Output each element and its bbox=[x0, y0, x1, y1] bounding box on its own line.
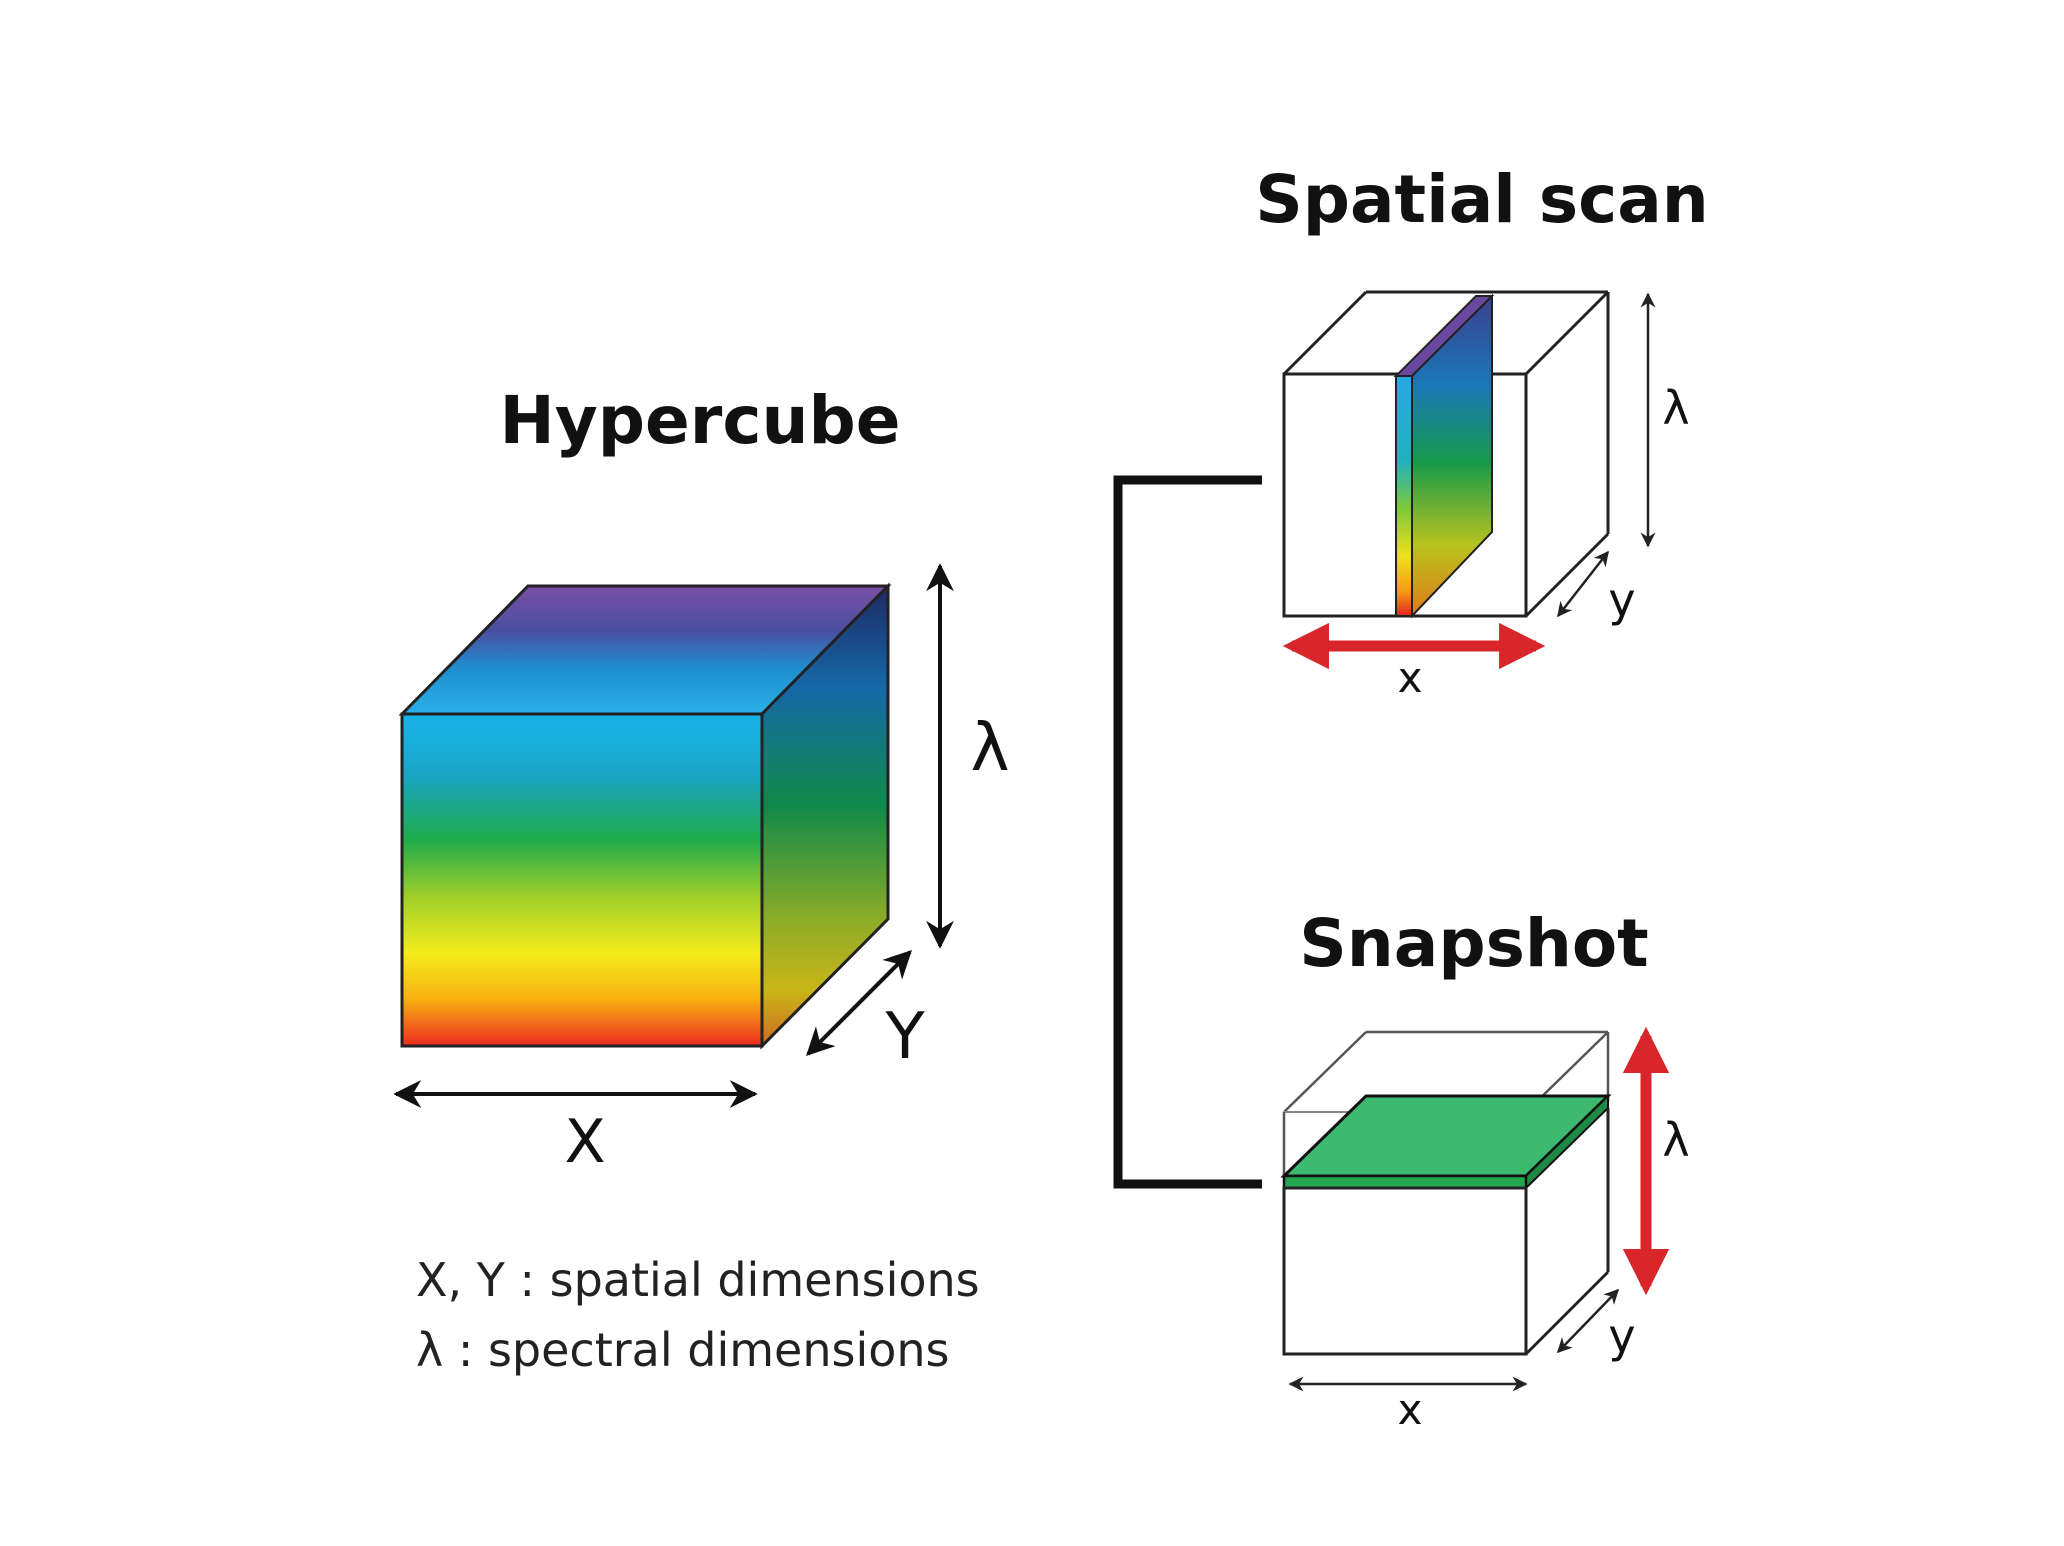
hypercube-y-arrow bbox=[806, 950, 912, 1056]
legend: X, Y : spatial dimensions λ : spectral d… bbox=[416, 1253, 980, 1377]
snapshot-title: Snapshot bbox=[1299, 905, 1648, 982]
snapshot-y-arrow bbox=[1556, 1288, 1620, 1354]
legend-line-spatial: X, Y : spatial dimensions bbox=[416, 1253, 980, 1307]
spatial-scan-top-edge-right bbox=[1524, 290, 1610, 376]
spatial-scan-lambda-label: λ bbox=[1662, 381, 1689, 435]
spatial-scan-top-edge-left bbox=[1282, 290, 1368, 376]
snapshot-front-face bbox=[1282, 1186, 1528, 1356]
spatial-scan-y-arrow bbox=[1557, 550, 1609, 618]
snapshot-lambda-label: λ bbox=[1662, 1113, 1689, 1167]
hypercube-cube bbox=[398, 582, 892, 1050]
spatial-scan-x-label: x bbox=[1398, 653, 1423, 702]
hypercube-front-face bbox=[400, 712, 764, 1048]
hypercube-group: Hypercube X Y λ bbox=[393, 382, 1010, 1177]
spatial-scan-y-label: y bbox=[1608, 573, 1635, 627]
spatial-scan-slice-front bbox=[1395, 375, 1413, 617]
hypercube-lambda-label: λ bbox=[970, 709, 1009, 786]
snapshot-y-label: y bbox=[1608, 1309, 1635, 1363]
legend-line-spectral: λ : spectral dimensions bbox=[416, 1323, 950, 1377]
hypercube-y-label: Y bbox=[884, 1000, 925, 1074]
spatial-scan-group: Spatial scan x y λ bbox=[1255, 161, 1709, 702]
snapshot-slice-front bbox=[1282, 1174, 1528, 1190]
spatial-scan-cube bbox=[1282, 290, 1610, 619]
snapshot-group: Snapshot x y λ bbox=[1280, 905, 1690, 1434]
snapshot-top-edge-left bbox=[1283, 1031, 1367, 1113]
spatial-scan-title: Spatial scan bbox=[1255, 161, 1709, 238]
connector-bracket bbox=[1113, 475, 1262, 1189]
hypercube-title: Hypercube bbox=[500, 382, 901, 459]
snapshot-slice-top bbox=[1280, 1094, 1612, 1178]
snapshot-cube bbox=[1280, 1030, 1612, 1356]
hypercube-x-label: X bbox=[564, 1107, 605, 1177]
snapshot-x-label: x bbox=[1398, 1385, 1423, 1434]
